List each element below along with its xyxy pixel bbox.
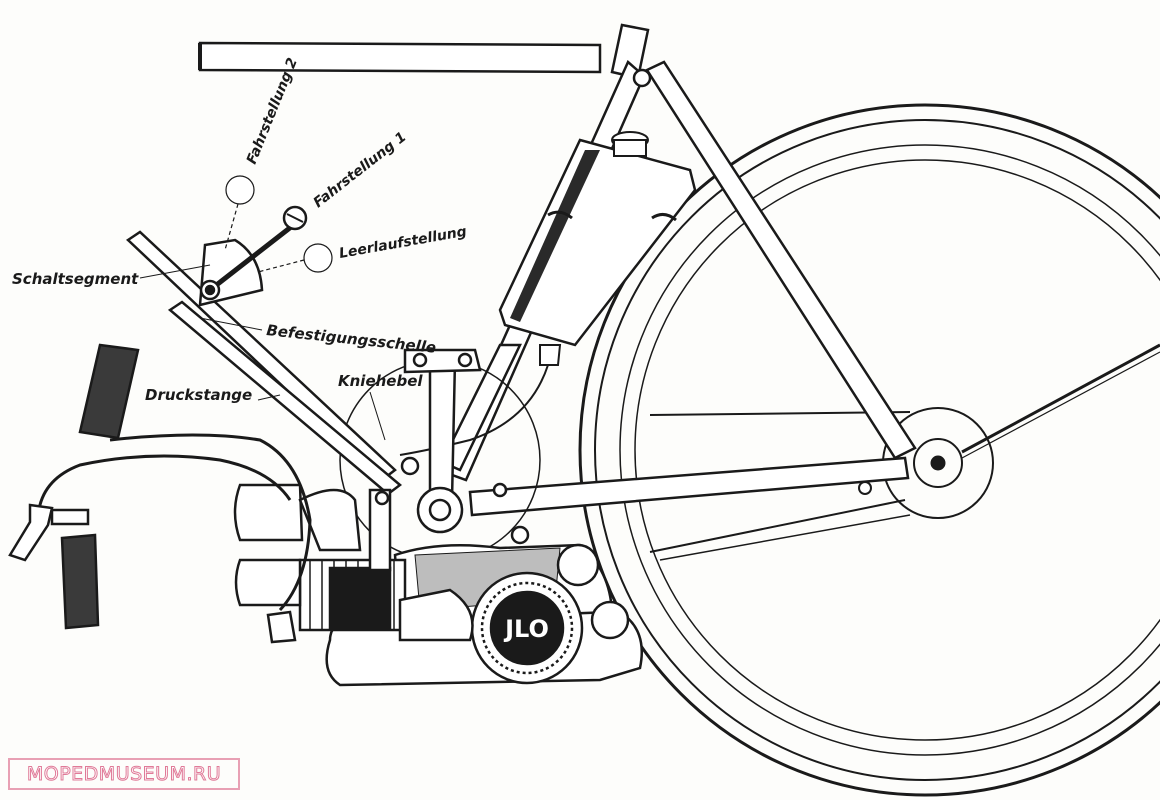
push-rod bbox=[126, 230, 397, 482]
twist-grip bbox=[78, 343, 140, 440]
chain-lower bbox=[659, 514, 911, 561]
shift-mechanism bbox=[126, 205, 420, 572]
controls bbox=[8, 343, 312, 644]
label-fahrstellung-2: Fahrstellung 2 bbox=[244, 56, 301, 167]
label-fahrstellung-1: Fahrstellung 1 bbox=[311, 129, 410, 211]
engine-badge-text: JLO bbox=[503, 615, 549, 643]
seat-tube bbox=[440, 343, 522, 472]
fuel-tank bbox=[399, 131, 697, 456]
label-schaltsegment: Schaltsegment bbox=[12, 270, 139, 288]
fuel-tap bbox=[539, 344, 562, 366]
label-befestigungsschelle: Befestigungsschelle bbox=[266, 321, 437, 357]
handle-grip bbox=[60, 533, 100, 630]
chain-stay bbox=[468, 456, 910, 517]
fuel-line bbox=[399, 364, 549, 456]
label-kniehebel: Kniehebel bbox=[338, 372, 423, 390]
leader-lines bbox=[139, 264, 386, 441]
pedal-crank bbox=[339, 348, 541, 561]
engine-block bbox=[233, 482, 644, 687]
throttle-cable bbox=[109, 433, 312, 612]
label-leerlaufstellung: Leerlaufstellung bbox=[338, 224, 468, 262]
frame-bolt bbox=[858, 481, 872, 495]
pressure-rod bbox=[167, 300, 403, 496]
seat-stay bbox=[645, 60, 917, 460]
rear-wheel bbox=[578, 103, 1160, 797]
carburettor bbox=[234, 558, 302, 607]
handlebar bbox=[198, 41, 602, 74]
label-druckstange: Druckstange bbox=[145, 386, 252, 404]
watermark: MOPEDMUSEUM.RU bbox=[8, 758, 240, 790]
brake-lever bbox=[8, 503, 54, 562]
chain-upper bbox=[649, 499, 906, 553]
position-markers bbox=[224, 175, 333, 273]
air-filter bbox=[233, 483, 304, 542]
brake-cable bbox=[36, 454, 292, 519]
